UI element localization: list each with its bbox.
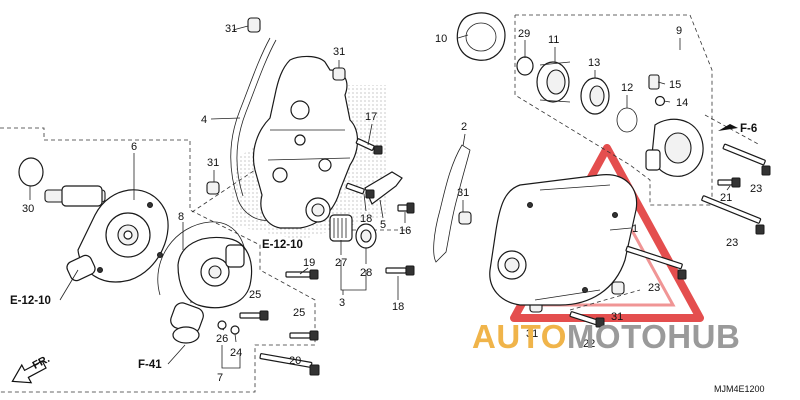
oil-seal-13 (580, 77, 610, 115)
bolt-23-a (722, 143, 771, 176)
housing-9 (645, 118, 704, 177)
bolt-16 (397, 202, 415, 214)
bearing-11 (536, 61, 571, 103)
bolt-18-a (345, 182, 375, 199)
callout-24: 24 (230, 347, 242, 359)
callout-8: 8 (178, 211, 184, 223)
callout-23: 23 (648, 282, 660, 294)
callout-29: 29 (518, 28, 530, 40)
gasket-2 (433, 144, 471, 263)
washer-24 (230, 325, 240, 335)
pump-cover-7 (170, 236, 253, 344)
callout-26: 26 (216, 333, 228, 345)
washer-26 (217, 320, 227, 330)
callout-21: 21 (720, 192, 732, 204)
callout-30: 30 (22, 203, 34, 215)
callout-25: 25 (249, 289, 261, 301)
bolt-23-b (701, 195, 765, 235)
callout-13: 13 (588, 57, 600, 69)
callout-5: 5 (380, 219, 386, 231)
bolt-25-b (289, 330, 319, 341)
callout-11: 11 (548, 34, 559, 46)
callout-17: 17 (365, 111, 377, 123)
group-box-9 (514, 14, 713, 206)
leader-lines (29, 25, 731, 369)
callout-18: 18 (360, 213, 372, 225)
watermark-logo: AUTOMOTOHUB (472, 318, 740, 355)
callout-25: 25 (293, 307, 305, 319)
callout-31: 31 (225, 23, 237, 35)
bolt-25-a (239, 310, 269, 321)
callout-23: 23 (726, 237, 738, 249)
callout-31: 31 (207, 157, 219, 169)
callout-14: 14 (676, 97, 688, 109)
water-pump-assembly-6 (44, 185, 169, 283)
watermark-auto: AUTO (472, 318, 567, 355)
watermark-moto: MOTO (567, 318, 667, 355)
svg-text:AUTOMOTOHUB: AUTOMOTOHUB (472, 318, 740, 355)
callout-3: 3 (339, 297, 345, 309)
oil-seal-28 (355, 223, 377, 249)
bearing-27 (329, 214, 353, 242)
callout-15: 15 (669, 79, 681, 91)
ref-e-12-10-left: E-12-10 (10, 295, 51, 307)
watermark-hub: HUB (667, 318, 740, 355)
callout-9: 9 (676, 25, 682, 37)
callout-6: 6 (131, 141, 137, 153)
bolt-17 (355, 138, 383, 155)
callout-4: 4 (201, 114, 207, 126)
callout-31: 31 (611, 311, 623, 323)
callout-22: 22 (583, 338, 595, 350)
callout-20: 20 (289, 355, 301, 367)
callout-27: 27 (335, 257, 347, 269)
snap-ring-12 (616, 107, 638, 133)
callout-28: 28 (360, 267, 372, 279)
callout-19: 19 (303, 257, 315, 269)
callout-1: 1 (632, 223, 638, 235)
callout-31: 31 (333, 46, 345, 58)
callout-7: 7 (217, 372, 223, 384)
ring-29 (516, 56, 534, 76)
washer-14 (654, 95, 666, 107)
bolt-22 (569, 311, 605, 328)
bolt-21 (717, 177, 741, 188)
direction-label: FR. (31, 353, 52, 372)
bolt-20 (259, 353, 320, 376)
diagram-code: MJM4E1200 (714, 384, 765, 394)
ref-f-41: F-41 (138, 359, 162, 371)
ref-f-6: F-6 (740, 123, 757, 135)
gasket-4 (230, 37, 271, 221)
callout-16: 16 (399, 225, 411, 237)
dowel-pin-31-d (458, 211, 472, 225)
gasket-10 (456, 12, 506, 61)
o-ring-30 (18, 157, 44, 187)
bleed-screw-15 (648, 74, 660, 90)
bolt-23-c (625, 245, 687, 280)
dowel-pin-31-c (206, 181, 220, 195)
callout-10: 10 (435, 33, 447, 45)
callout-18: 18 (392, 301, 404, 313)
callout-labels: 31 31 4 31 6 30 8 17 18 5 16 27 28 3 18 … (22, 23, 762, 384)
callout-31: 31 (457, 187, 469, 199)
dowel-pin-31-a (247, 17, 261, 33)
dowel-pin-31-b (332, 67, 346, 81)
callout-31: 31 (526, 328, 538, 340)
dowel-pin-31-f (611, 281, 625, 295)
cover-1 (489, 174, 638, 306)
callout-2: 2 (461, 121, 467, 133)
engine-cover-3 (252, 55, 359, 229)
callout-12: 12 (621, 82, 633, 94)
front-direction-arrow (11, 360, 47, 384)
ref-e-12-10-mid: E-12-10 (262, 239, 303, 251)
bolt-19 (285, 269, 319, 280)
bolt-18-b (385, 265, 415, 276)
callout-23: 23 (750, 183, 762, 195)
